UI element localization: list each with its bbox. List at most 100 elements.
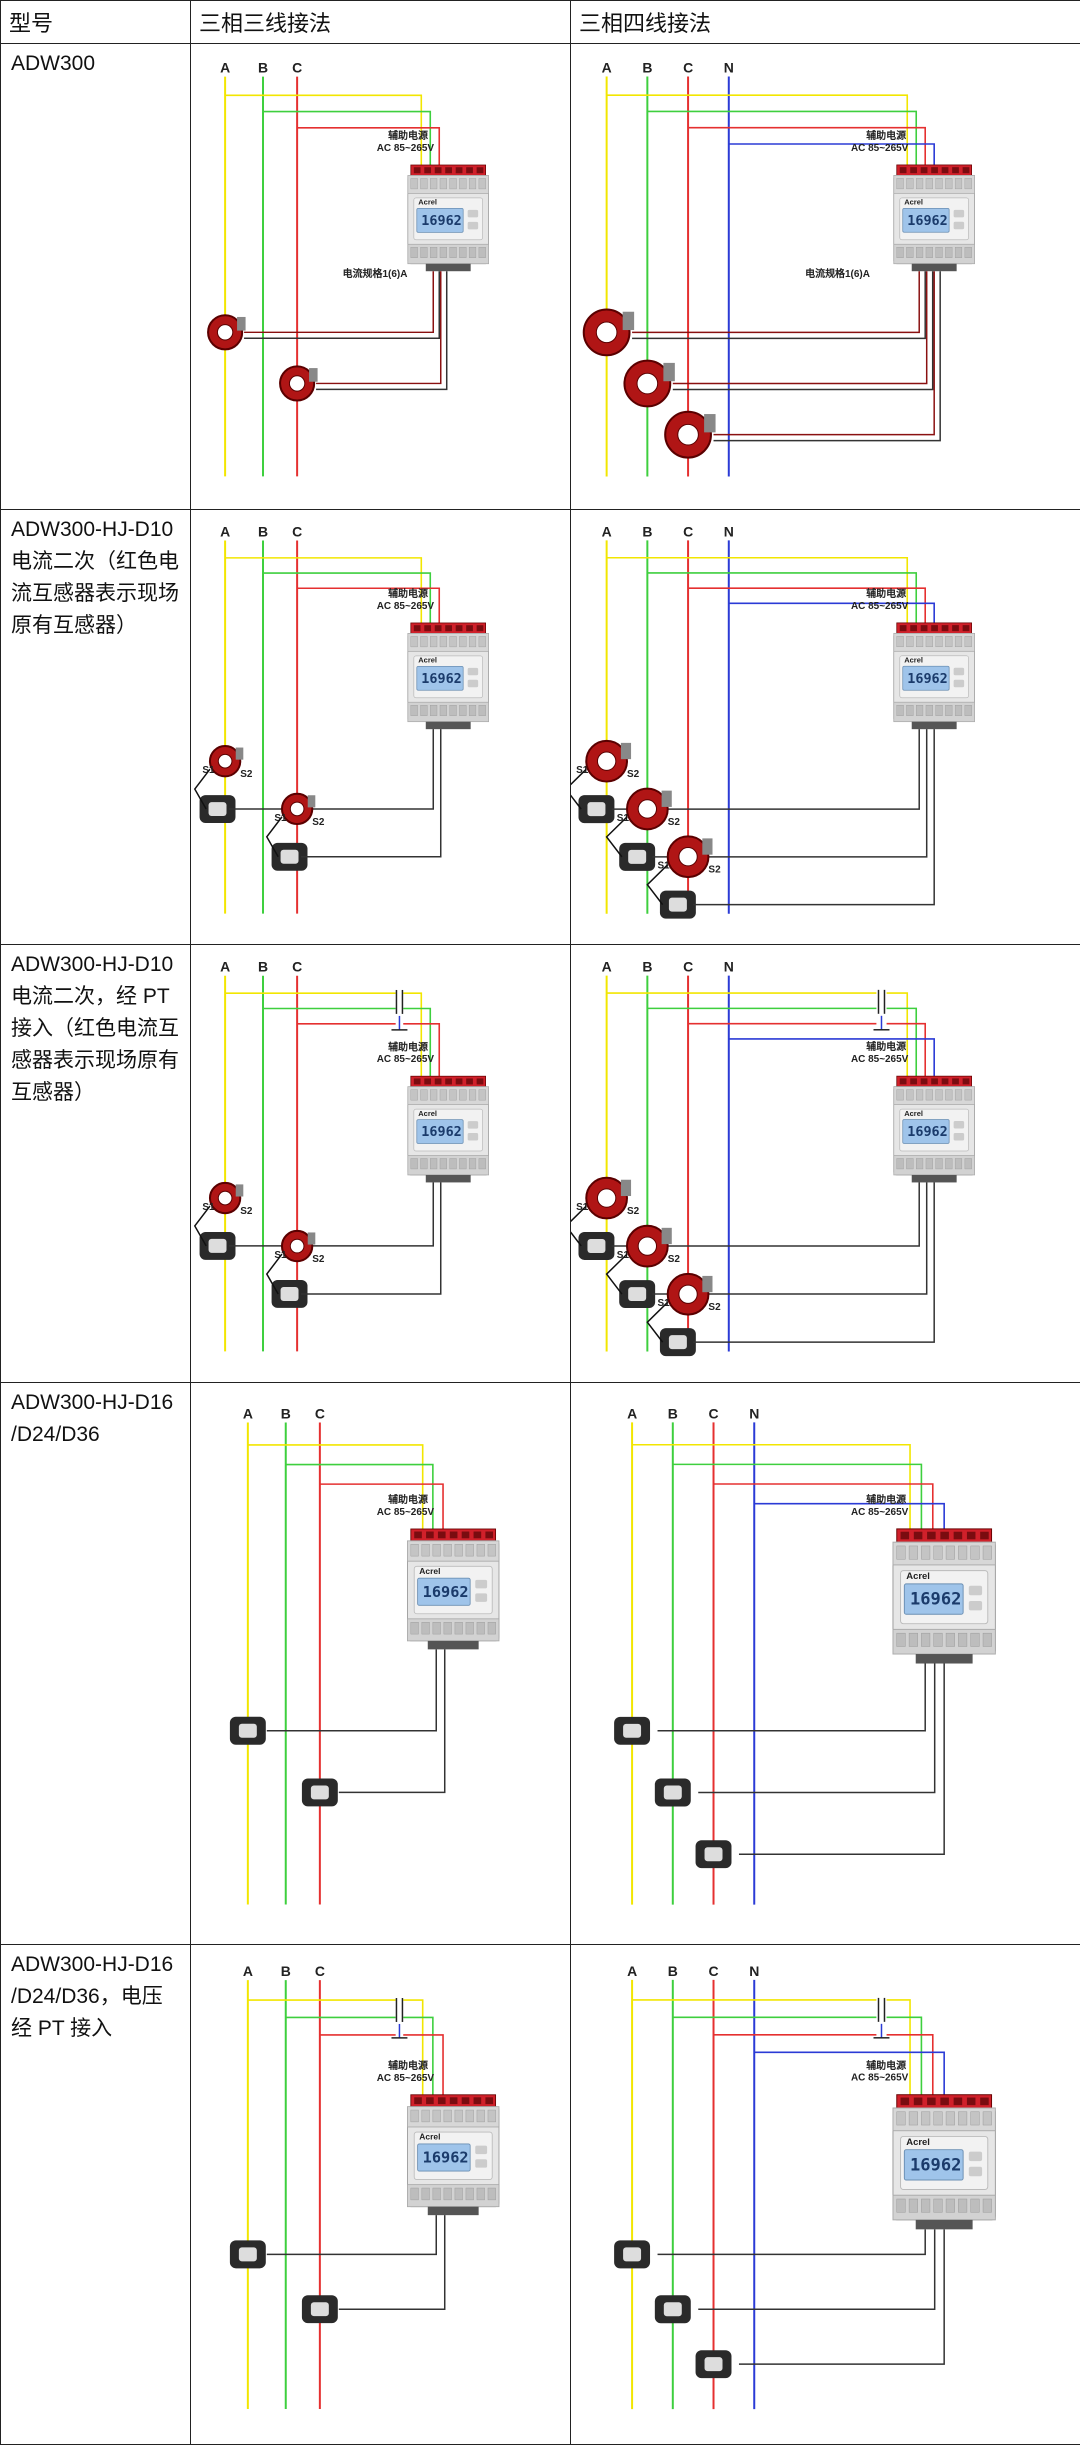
row-model-adw300: ADW300 [1,44,191,510]
phase-label: C [292,60,302,76]
meter-terminal [936,636,943,646]
meter-terminal [459,247,466,257]
clamp-window [669,898,687,912]
split-core-ct [302,1779,338,1807]
terminal-screw [921,1079,928,1085]
meter-terminal [921,2112,930,2125]
aux-voltage-label: AC 85~265V [377,143,435,154]
terminal-screw [456,167,463,173]
clamp-window [628,850,646,864]
meter-terminal [897,2199,906,2212]
current-spec-label: 电流规格1(6)A [343,267,408,280]
meter-terminal [936,705,943,715]
current-spec-label: 电流规格1(6)A [805,267,870,280]
ring-ct [280,366,318,400]
meter-terminal [926,1090,933,1100]
ring-ct-bracket [236,1185,244,1197]
meter-terminal [926,178,933,188]
meter-terminal [421,1090,428,1100]
s2-label: S2 [312,1254,325,1265]
phase-label: A [627,1963,637,1979]
meter-terminal [422,2188,430,2200]
ring-ct [627,789,672,830]
meter-terminal [958,2199,967,2212]
meter-top-slot [408,175,489,193]
ct-secondary-wire [739,2230,944,2365]
meter-terminal [965,636,972,646]
s2-label: S2 [668,1254,681,1265]
meter-terminal [965,247,972,257]
terminal-screw [435,1079,442,1085]
s2-label: S2 [708,865,721,876]
split-core-ct [302,2296,338,2324]
split-core-ct [619,1280,655,1308]
meter-top-slot [408,1087,489,1105]
meter-terminal [921,1546,930,1559]
voltage-tap [754,2053,944,2095]
meter-terminal [897,1090,904,1100]
meter-button [468,680,478,687]
meter-terminal [430,178,437,188]
meter-terminal [906,178,913,188]
meter-terminal [488,1623,496,1635]
meter-reading: 16962 [910,2156,961,2176]
terminal-screw [426,2098,434,2105]
split-core-ct [696,1841,732,1869]
bottom-connector [912,1175,957,1182]
meter-terminal [921,2199,930,2212]
meter-terminal [440,247,447,257]
ring-ct [668,836,713,877]
clamp-window [587,802,605,816]
meter-terminal [455,1545,463,1557]
phase-label: N [724,959,734,975]
meter-terminal [477,2188,485,2200]
header-three-phase-four-wire: 三相四线接法 [571,1,1080,44]
terminal-screw [942,167,949,173]
s2-label: S2 [627,769,640,780]
meter-terminal [488,1545,496,1557]
ring-ct-hole [289,376,304,391]
meter-terminal [477,2110,485,2122]
ring-ct-hole [678,424,699,445]
phase-label: N [749,1963,759,1979]
meter-terminal [983,1634,992,1647]
aux-voltage-label: AC 85~265V [377,1054,435,1065]
meter-terminal [909,1546,918,1559]
meter-terminal [422,1623,430,1635]
ct-return-wire [316,271,447,389]
meter-button [954,210,964,217]
meter-terminal [433,2110,441,2122]
row-model-d10: ADW300-HJ-D10 电流二次（红色电流互感器表示现场原有互感器） [1,510,191,945]
meter-button [954,668,964,675]
terminal-screw [901,2098,910,2106]
phase-label: A [220,524,230,540]
phase-label: C [315,1963,325,1979]
split-core-ct [655,2296,691,2324]
bottom-connector [916,2220,973,2229]
meter-terminal [955,1159,962,1169]
meter-terminal [965,1159,972,1169]
meter-terminal [479,178,486,188]
aux-voltage-label: AC 85~265V [377,601,435,612]
meter-terminal [916,1159,923,1169]
meter-terminal [965,178,972,188]
ct-secondary-wire [632,271,919,332]
meter-terminal [921,1634,930,1647]
terminal-screw [474,1532,482,1539]
meter-terminal [983,2199,992,2212]
terminal-screw [466,167,473,173]
meter-reading: 16962 [423,2149,469,2167]
terminal-screw [414,1532,422,1539]
meter-button [954,680,964,687]
phase-label: B [642,60,652,76]
meter-terminal [934,2112,943,2125]
aux-power-label: 辅助电源 [866,2059,906,2072]
meter-terminal [945,247,952,257]
